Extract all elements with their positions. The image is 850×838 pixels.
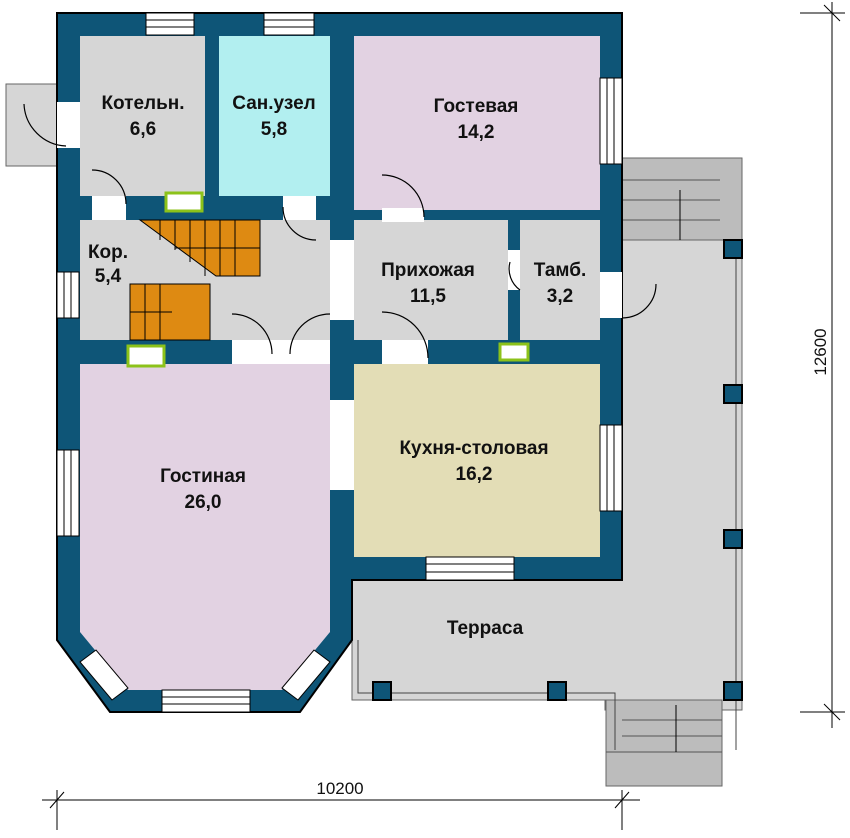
terrace-railing [357,240,737,750]
room-label-hall: Прихожая [381,260,475,281]
room-area-kitchen: 16,2 [456,464,493,485]
room-label-terrace: Терраса [447,618,524,639]
room-area-living: 26,0 [185,492,222,513]
room-area-bathroom: 5,8 [261,119,287,140]
room-boiler [80,36,205,196]
room-area-hall: 11,5 [410,286,446,307]
room-label-kitchen: Кухня-столовая [399,438,548,459]
room-hall [354,220,508,340]
room-label-guest: Гостевая [434,96,519,117]
height-dimension: 12600 [811,328,830,375]
room-living [80,364,330,690]
stair-steps-bottom [606,705,722,753]
room-area-vestibule: 3,2 [547,286,573,307]
room-area-guest: 14,2 [458,122,495,143]
room-label-boiler: Котельн. [101,93,184,114]
room-kitchen [354,364,600,557]
staircase [129,219,261,341]
vent-shafts [126,191,530,368]
room-area-corridor: 5,4 [95,266,122,287]
terrace-top-stairs [621,157,743,241]
room-guest [354,36,600,210]
stair-steps-top [622,179,720,240]
side-porch [5,83,59,167]
terrace-bottom-stairs [605,699,723,787]
door-openings [57,102,622,490]
width-dimension: 10200 [316,779,363,798]
room-label-vestibule: Тамб. [534,260,587,281]
room-label-corridor: Кор. [88,242,128,263]
windows [56,12,623,713]
room-vestibule [520,220,600,340]
room-bathroom [219,36,330,196]
dimension-lines [42,2,845,830]
terrace-columns [372,239,743,701]
room-label-living: Гостиная [160,466,246,487]
door-swings[interactable] [23,103,657,359]
room-area-boiler: 6,6 [130,119,156,140]
room-label-bathroom: Сан.узел [232,93,315,114]
